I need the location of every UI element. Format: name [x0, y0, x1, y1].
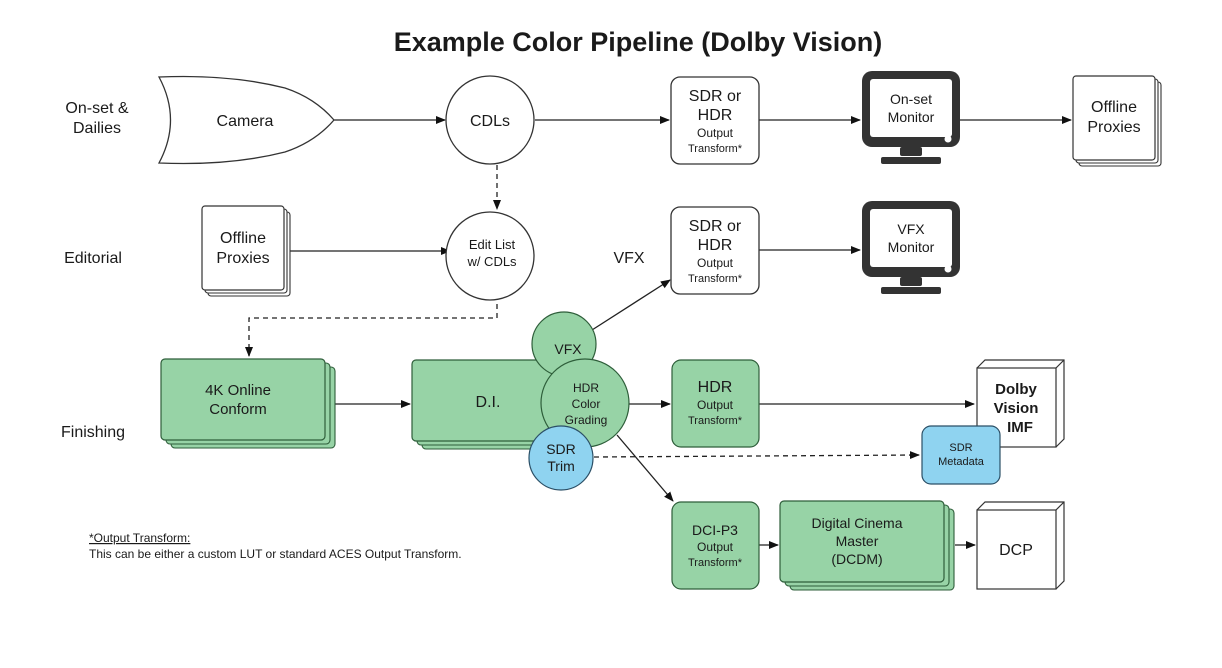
arrow-grading-dcip3 — [616, 434, 674, 502]
node-vfx-monitor: VFX Monitor — [862, 201, 960, 294]
svg-text:Output: Output — [697, 540, 734, 554]
svg-text:4K Online: 4K Online — [205, 382, 271, 399]
arrow-trim-metadata — [593, 451, 920, 460]
node-offline-proxies-editorial: Offline Proxies — [201, 205, 291, 297]
svg-text:Metadata: Metadata — [938, 456, 985, 468]
diagram-title: Example Color Pipeline (Dolby Vision) — [394, 27, 883, 57]
svg-text:Monitor: Monitor — [888, 109, 935, 125]
svg-text:Grading: Grading — [565, 413, 608, 427]
node-hdr-color-grading: HDR Color Grading — [540, 358, 630, 448]
svg-text:Output: Output — [697, 398, 734, 412]
svg-text:Monitor: Monitor — [888, 239, 935, 255]
svg-text:VFX: VFX — [897, 221, 925, 237]
svg-text:Proxies: Proxies — [1087, 119, 1140, 136]
node-vfx-output-transform: SDR or HDR Output Transform* — [670, 206, 760, 295]
svg-text:Camera: Camera — [217, 113, 274, 130]
node-dcdm: Digital Cinema Master (DCDM) — [779, 500, 955, 591]
svg-text:Master: Master — [836, 533, 879, 549]
svg-text:Conform: Conform — [209, 401, 267, 418]
row-label-onset: On-set &Dailies — [65, 100, 128, 137]
footnote-body: This can be either a custom LUT or stand… — [89, 547, 462, 561]
svg-text:SDR or: SDR or — [689, 88, 742, 105]
svg-text:Dolby: Dolby — [995, 381, 1037, 398]
node-hdr-output-transform: HDR Output Transform* — [671, 359, 760, 448]
node-dcip3-output-transform: DCI-P3 Output Transform* — [671, 501, 760, 590]
node-camera: Camera — [157, 75, 335, 165]
svg-text:DCI-P3: DCI-P3 — [692, 522, 738, 538]
svg-text:SDR or: SDR or — [689, 218, 742, 235]
node-cdls: CDLs — [445, 75, 535, 165]
svg-text:SDR: SDR — [546, 441, 576, 457]
node-online-conform: 4K Online Conform — [160, 358, 336, 449]
row-label-editorial: Editorial — [64, 250, 122, 267]
svg-text:Trim: Trim — [547, 458, 574, 474]
svg-text:On-set: On-set — [890, 91, 932, 107]
node-edit-list: Edit List w/ CDLs — [445, 211, 535, 301]
svg-text:DCP: DCP — [999, 542, 1033, 559]
svg-text:Color: Color — [572, 397, 601, 411]
node-onset-monitor: On-set Monitor — [862, 71, 960, 164]
svg-text:CDLs: CDLs — [470, 113, 510, 130]
node-onset-output-transform: SDR or HDR Output Transform* — [670, 76, 760, 165]
node-sdr-metadata: SDR Metadata — [921, 425, 1001, 485]
row-label-finishing: Finishing — [61, 424, 125, 441]
svg-text:Vision: Vision — [994, 400, 1039, 417]
svg-text:(DCDM): (DCDM) — [831, 551, 882, 567]
svg-text:Output: Output — [697, 256, 734, 270]
row-label-vfx: VFX — [613, 250, 644, 267]
svg-text:HDR: HDR — [698, 379, 733, 396]
svg-text:HDR: HDR — [698, 107, 733, 124]
svg-text:Transform*: Transform* — [688, 557, 743, 569]
svg-text:HDR: HDR — [698, 237, 733, 254]
svg-text:Proxies: Proxies — [216, 250, 269, 267]
svg-text:Digital Cinema: Digital Cinema — [811, 515, 902, 531]
svg-text:Output: Output — [697, 126, 734, 140]
svg-text:Transform*: Transform* — [688, 143, 743, 155]
svg-text:Transform*: Transform* — [688, 273, 743, 285]
node-dcp: DCP — [976, 501, 1065, 590]
arrow-editlist-conform — [245, 295, 498, 357]
footnote-heading: *Output Transform: — [89, 531, 190, 545]
node-di: D.I. — [411, 359, 573, 450]
svg-text:IMF: IMF — [1007, 419, 1033, 436]
svg-text:D.I.: D.I. — [476, 394, 501, 411]
svg-text:Edit List: Edit List — [469, 237, 516, 252]
svg-text:VFX: VFX — [554, 341, 582, 357]
svg-text:Transform*: Transform* — [688, 415, 743, 427]
svg-text:Offline: Offline — [220, 230, 266, 247]
svg-text:w/ CDLs: w/ CDLs — [466, 254, 517, 269]
svg-text:HDR: HDR — [573, 381, 599, 395]
arrow-vfx-transform — [591, 279, 671, 331]
svg-text:SDR: SDR — [949, 442, 972, 454]
node-offline-proxies-onset: Offline Proxies — [1072, 75, 1162, 167]
node-sdr-trim: SDR Trim — [528, 425, 594, 491]
svg-text:Offline: Offline — [1091, 99, 1137, 116]
